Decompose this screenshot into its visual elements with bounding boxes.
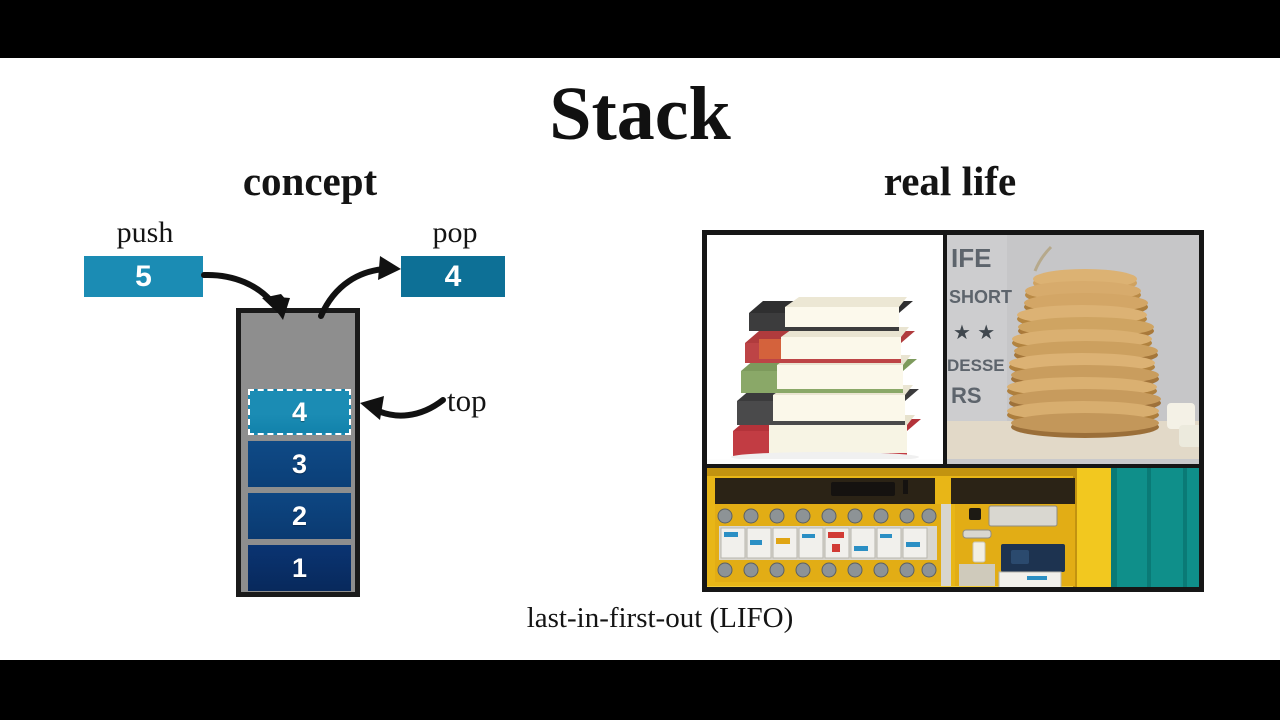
page-title: Stack xyxy=(549,72,731,156)
stack-cell: 3 xyxy=(248,441,351,487)
svg-text:★ ★: ★ ★ xyxy=(953,320,995,344)
slide-canvas: Stack concept real life push 5 pop 4 4 3… xyxy=(0,58,1280,660)
stack-cell-top: 4 xyxy=(248,389,351,435)
push-value-box: 5 xyxy=(84,256,203,297)
svg-text:RS: RS xyxy=(951,383,982,408)
caption-lifo: last-in-first-out (LIFO) xyxy=(526,602,794,634)
stack-cell: 2 xyxy=(248,493,351,539)
stack-container: 4 3 2 1 xyxy=(236,308,360,597)
heading-real-life: real life xyxy=(883,158,1017,204)
photo-stack-of-pancakes: IFE SHORT ★ ★ DESSE RS xyxy=(947,235,1199,464)
heading-concept: concept xyxy=(242,158,378,204)
svg-text:DESSE: DESSE xyxy=(947,356,1005,375)
pop-arrow-icon xyxy=(318,256,401,319)
photo-vending-machine xyxy=(707,464,1199,587)
pop-value-box: 4 xyxy=(401,256,505,297)
collage-top-row: IFE SHORT ★ ★ DESSE RS xyxy=(707,235,1199,464)
letterbox-bottom xyxy=(0,660,1280,720)
vending-artwork xyxy=(707,468,1199,587)
top-pointer-label: top xyxy=(447,383,487,418)
top-pointer-arrow-icon xyxy=(360,396,446,420)
pancakes-artwork: IFE SHORT ★ ★ DESSE RS xyxy=(947,235,1199,459)
photo-stack-of-books xyxy=(707,235,947,464)
photo-collage: IFE SHORT ★ ★ DESSE RS xyxy=(702,230,1204,592)
stack-cell: 1 xyxy=(248,545,351,591)
pop-label: pop xyxy=(432,216,478,249)
svg-text:IFE: IFE xyxy=(951,243,991,273)
books-artwork xyxy=(707,235,943,462)
letterbox-top xyxy=(0,0,1280,58)
svg-text:SHORT: SHORT xyxy=(949,287,1012,307)
push-label: push xyxy=(116,216,174,249)
